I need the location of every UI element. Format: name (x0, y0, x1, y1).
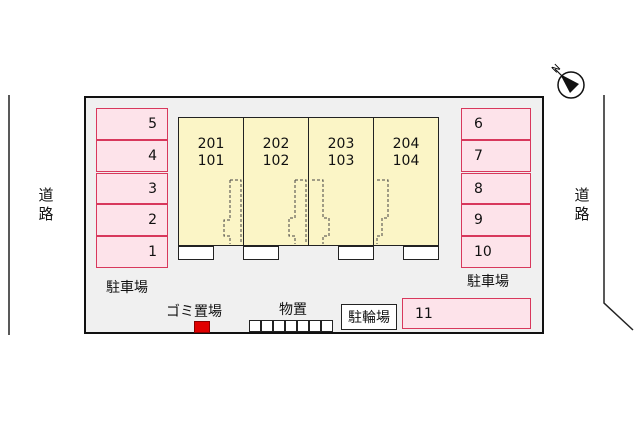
storage-cell (273, 320, 285, 332)
parking-space: 5 (96, 108, 168, 140)
storage-cell (297, 320, 309, 332)
parking-space: 6 (461, 108, 531, 140)
building-unit: 203 103 (308, 117, 374, 246)
unit-number-upper: 202 (262, 136, 290, 152)
parking-space: 8 (461, 173, 531, 204)
parking-space: 11 (402, 298, 531, 329)
parking-space: 9 (461, 204, 531, 236)
building-unit: 204 104 (373, 117, 439, 246)
unit-number-upper: 204 (392, 136, 420, 152)
parking-space: 1 (96, 236, 168, 268)
unit-number-lower: 103 (327, 153, 355, 169)
building-unit: 202 102 (243, 117, 309, 246)
unit-number-lower: 102 (262, 153, 290, 169)
unit-number-upper: 201 (197, 136, 225, 152)
storage-cell (285, 320, 297, 332)
unit-number-upper: 203 (327, 136, 355, 152)
parking-space: 7 (461, 140, 531, 172)
bicycle-parking-label: 駐輪場 (341, 304, 397, 330)
right-road-edge (603, 95, 634, 331)
right-parking-label: 駐車場 (467, 274, 509, 290)
garbage-area-label: ゴミ置場 (166, 304, 222, 320)
entrance-porch (338, 246, 374, 260)
parking-space: 10 (461, 236, 531, 268)
entrance-porch (243, 246, 279, 260)
right-road-label: 道路 (574, 186, 590, 223)
entrance-porch (178, 246, 214, 260)
parking-space: 4 (96, 140, 168, 172)
north-arrow-icon: N (550, 63, 585, 99)
left-road-label: 道路 (38, 186, 54, 223)
left-parking-label: 駐車場 (106, 280, 148, 296)
storage-label: 物置 (279, 302, 307, 318)
garbage-marker (194, 321, 210, 333)
parking-space: 2 (96, 204, 168, 236)
entrance-porch (403, 246, 439, 260)
unit-number-lower: 104 (392, 153, 420, 169)
storage-cell (309, 320, 321, 332)
storage-cell (249, 320, 261, 332)
parking-space: 3 (96, 173, 168, 204)
storage-cell (321, 320, 333, 332)
storage-cell (261, 320, 273, 332)
unit-number-lower: 101 (197, 153, 225, 169)
